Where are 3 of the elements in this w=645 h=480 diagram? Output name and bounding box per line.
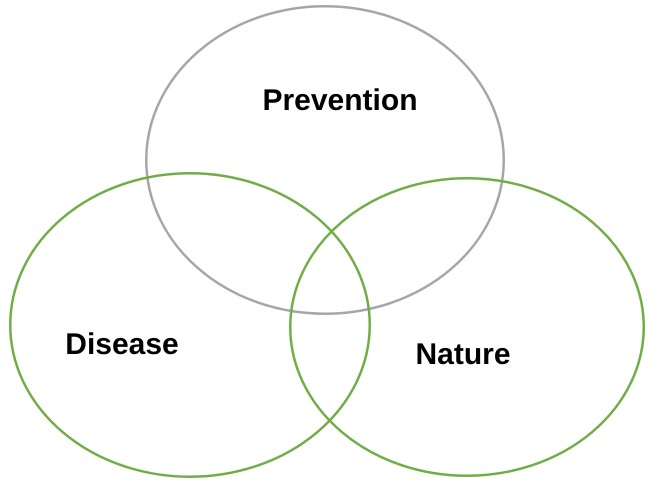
circle-label: Prevention [262,84,418,118]
circle-label: Disease [65,328,179,362]
circle-label: Nature [415,338,511,372]
